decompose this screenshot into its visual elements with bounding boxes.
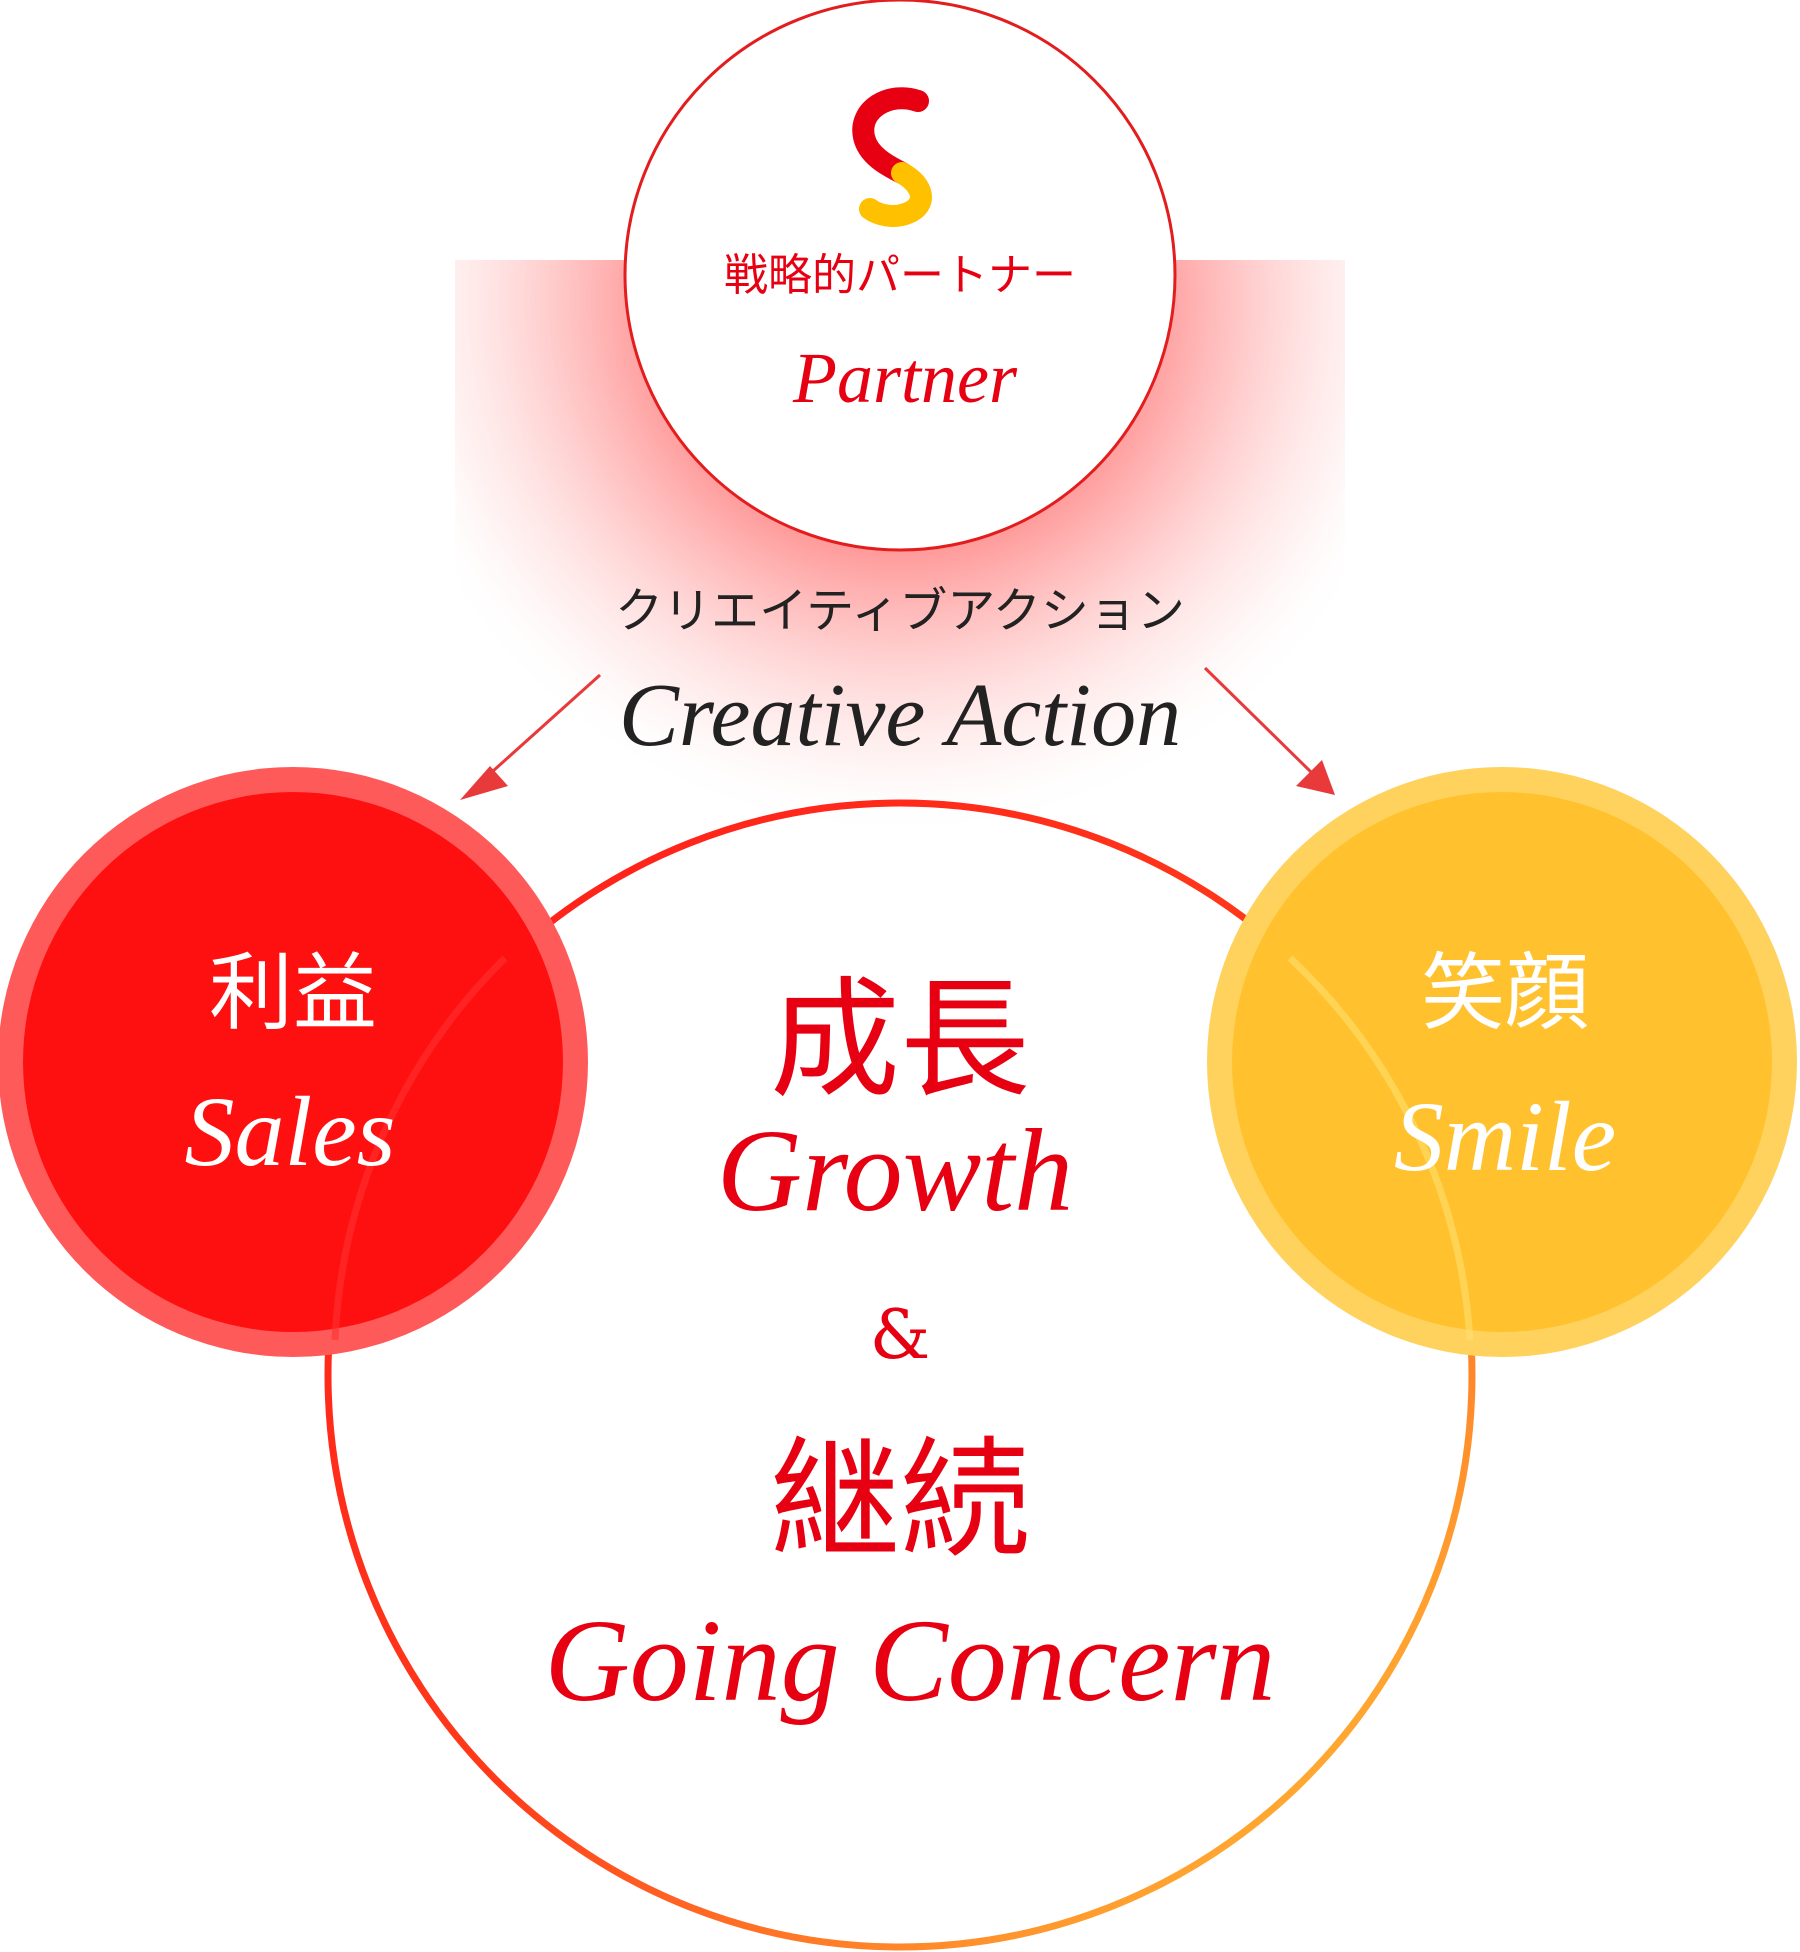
growth-label-en: Growth bbox=[717, 1105, 1073, 1236]
partner-label-jp: 戦略的パートナー bbox=[724, 250, 1076, 301]
growth-ring-overlay-left bbox=[331, 955, 508, 1341]
arrow-left bbox=[460, 673, 602, 800]
growth-label-jp: 成長 bbox=[770, 964, 1030, 1116]
creative-label-en: Creative Action bbox=[619, 666, 1181, 765]
s-logo-icon bbox=[852, 87, 932, 227]
going-concern-label-jp: 継続 bbox=[770, 1424, 1030, 1576]
arrow-right bbox=[1203, 666, 1335, 795]
going-concern-label-en: Going Concern bbox=[545, 1595, 1276, 1726]
sales-label-en: Sales bbox=[184, 1076, 395, 1187]
growth-ring-overlay-right bbox=[1287, 955, 1474, 1341]
creative-label-jp: クリエイティブアクション bbox=[615, 583, 1185, 639]
partner-label-en: Partner bbox=[792, 338, 1018, 418]
partner-circle bbox=[623, 0, 1177, 552]
smile-circle bbox=[1207, 767, 1797, 1357]
growth-ampersand: & bbox=[870, 1296, 931, 1375]
smile-label-en: Smile bbox=[1394, 1081, 1616, 1192]
sales-circle bbox=[0, 767, 588, 1357]
growth-ring bbox=[324, 799, 1476, 1951]
sales-label-jp: 利益 bbox=[209, 944, 377, 1042]
smile-label-jp: 笑顔 bbox=[1421, 944, 1589, 1042]
